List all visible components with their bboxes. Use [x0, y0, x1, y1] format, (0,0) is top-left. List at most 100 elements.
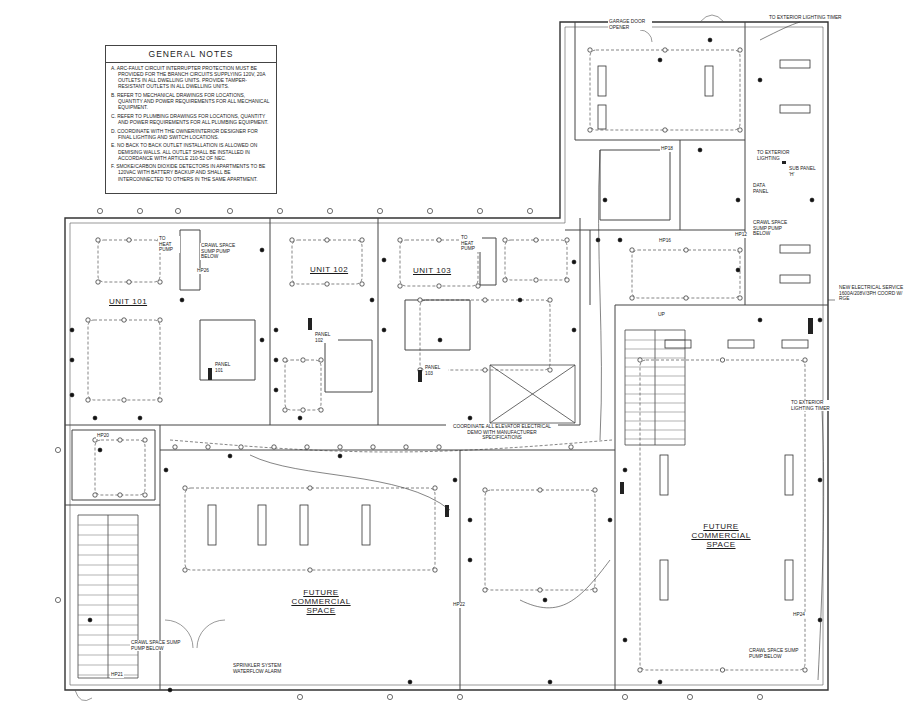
- home-run-wire: [250, 455, 450, 510]
- interior-wall: [575, 140, 745, 141]
- receptacle-symbol: [298, 416, 302, 420]
- ceiling-light: [290, 282, 294, 286]
- ceiling-light: [93, 493, 97, 497]
- receptacle-symbol: [736, 198, 740, 202]
- exterior-light: [175, 208, 180, 213]
- interior-wall: [615, 305, 616, 690]
- ceiling-light: [96, 280, 100, 284]
- note-text: E. NO BACK TO BACK OUTLET INSTALLATION I…: [111, 143, 271, 161]
- ceiling-light: [371, 445, 375, 449]
- interior-wall: [405, 300, 470, 350]
- lighting-circuit: [505, 240, 567, 280]
- receptacle-symbol: [468, 416, 472, 420]
- elevator-shaft: [490, 365, 575, 423]
- ceiling-light: [173, 445, 177, 449]
- ceiling-light: [308, 486, 312, 490]
- ceiling-light: [283, 408, 287, 412]
- ceiling-light: [239, 445, 243, 449]
- plan-note: HP22: [452, 602, 466, 608]
- receptacle-symbol: [518, 298, 522, 302]
- interior-wall: [65, 505, 160, 506]
- ceiling-light: [183, 486, 187, 490]
- ceiling-light: [803, 668, 807, 672]
- receptacle-symbol: [736, 268, 740, 272]
- ceiling-light: [290, 238, 294, 242]
- exterior-light: [55, 208, 762, 699]
- home-run-wire: [599, 150, 602, 440]
- ceiling-light: [183, 568, 187, 572]
- ceiling-light: [476, 284, 480, 288]
- wall-inner-face: [70, 27, 823, 685]
- interior-wall: [72, 430, 155, 500]
- receptacle-symbol: [88, 618, 92, 622]
- light-fixture: [208, 60, 810, 600]
- wall-inner-face: [70, 27, 823, 685]
- panel-symbol: [208, 150, 813, 517]
- light-fixture: [728, 340, 754, 348]
- elevator-shaft: [490, 365, 575, 423]
- exterior-light: [622, 694, 627, 699]
- ceiling-light: [398, 284, 402, 288]
- stair-tread: [625, 421, 685, 422]
- interior-wall: [575, 22, 576, 140]
- stair-tread: [78, 595, 138, 596]
- receptacle-symbol: [98, 448, 102, 452]
- ceiling-light: [483, 368, 487, 372]
- stair: [78, 515, 138, 678]
- stair-tread: [625, 403, 685, 404]
- receptacle-symbol: [548, 680, 552, 684]
- plan-note: HP12: [734, 232, 748, 238]
- panel-symbol: [418, 370, 422, 382]
- ceiling-light: [308, 568, 312, 572]
- receptacle-symbol: [180, 298, 184, 302]
- ceiling-light: [433, 486, 437, 490]
- ceiling-light: [325, 282, 329, 286]
- ceiling-light: [684, 248, 688, 252]
- plan-note: HP24: [792, 612, 806, 618]
- receptacle-symbol: [758, 78, 762, 82]
- receptacle-symbol: [468, 558, 472, 562]
- ceiling-light: [483, 488, 487, 492]
- interior-wall: [160, 450, 615, 451]
- plan-note: CRAWL SPACE SUMP PUMP BELOW: [748, 648, 802, 659]
- exterior-light: [137, 208, 142, 213]
- light-fixture: [660, 455, 668, 495]
- ceiling-light: [588, 128, 592, 132]
- ceiling-light: [684, 296, 688, 300]
- lighting-circuit: [170, 440, 612, 452]
- ceiling-light: [534, 278, 538, 282]
- ceiling-light: [325, 238, 329, 242]
- light-fixture: [300, 505, 308, 545]
- receptacle-symbol: [810, 198, 814, 202]
- ceiling-light: [96, 238, 100, 242]
- stair-tread: [625, 412, 685, 413]
- receptacle-symbol: [438, 338, 442, 342]
- stair-tread: [625, 394, 685, 395]
- stair-tread: [625, 439, 685, 440]
- receptacle-symbol: [572, 328, 576, 332]
- elevator-shaft: [490, 365, 575, 423]
- panel-symbol: [308, 318, 312, 330]
- receptacle-symbol: [623, 638, 627, 642]
- interior-wall: [680, 140, 681, 230]
- lighting-circuit: [640, 360, 805, 670]
- interior-wall: [580, 218, 581, 425]
- stair: [78, 330, 685, 678]
- plan-note: TO HEAT PUMP: [158, 236, 180, 253]
- ceiling-light: [305, 445, 309, 449]
- plan-note: PANEL 103: [424, 365, 448, 376]
- ceiling-light: [483, 588, 487, 592]
- ceiling-light: [319, 358, 323, 362]
- receptacle-symbol: [370, 298, 374, 302]
- ceiling-light: [593, 588, 597, 592]
- lighting-circuit: [88, 320, 160, 400]
- receptacle-symbol: [382, 328, 386, 332]
- stair-tread: [78, 535, 138, 536]
- stair: [625, 330, 685, 445]
- receptacle-symbol: [818, 478, 822, 482]
- notes-box: GENERAL NOTESA. ARC-FAULT CIRCUIT INTERR…: [105, 45, 277, 194]
- interior-wall: [460, 450, 461, 690]
- ceiling-light: [534, 238, 538, 242]
- interior-wall: [565, 230, 745, 231]
- ceiling-light: [738, 296, 742, 300]
